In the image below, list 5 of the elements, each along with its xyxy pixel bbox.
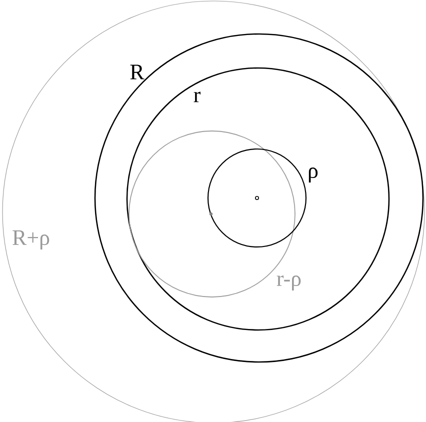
circle-label: R [130,64,144,80]
circle-label: r [194,92,200,102]
circle-label: r-ρ [276,275,301,291]
circle-label: R+ρ [12,230,50,250]
circle-label: ρ [308,168,318,182]
